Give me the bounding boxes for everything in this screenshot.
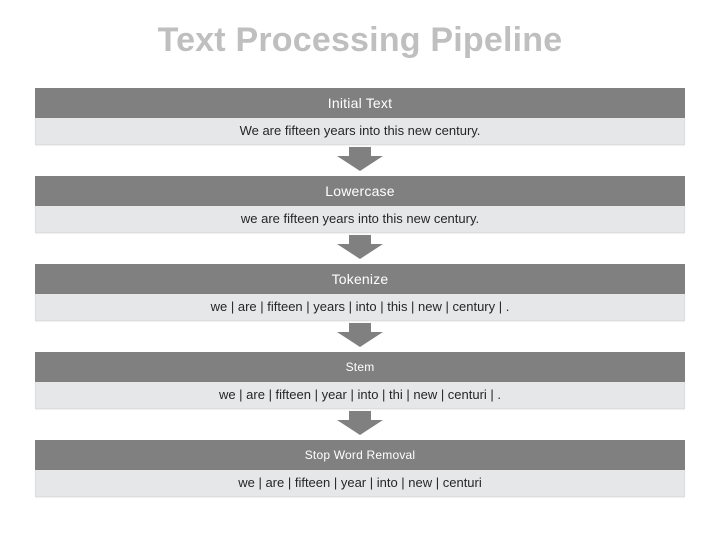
stage-text-lowercase: we are fifteen years into this new centu… <box>35 206 685 233</box>
stage-header-stop-word-removal: Stop Word Removal <box>35 440 685 470</box>
arrow-down-icon <box>337 147 383 171</box>
stage-text-stop-word-removal: we | are | fifteen | year | into | new |… <box>35 470 685 497</box>
arrow-down-icon <box>337 323 383 347</box>
pipeline-stage-initial-text: Initial Text We are fifteen years into t… <box>35 88 685 145</box>
connector-3 <box>35 321 685 352</box>
stage-text-initial-text: We are fifteen years into this new centu… <box>35 118 685 145</box>
connector-2 <box>35 233 685 264</box>
stage-header-lowercase: Lowercase <box>35 176 685 206</box>
pipeline-stage-stop-word-removal: Stop Word Removal we | are | fifteen | y… <box>35 440 685 497</box>
pipeline-diagram: Initial Text We are fifteen years into t… <box>35 88 685 497</box>
stage-header-tokenize: Tokenize <box>35 264 685 294</box>
pipeline-stage-lowercase: Lowercase we are fifteen years into this… <box>35 176 685 233</box>
arrow-down-icon <box>337 411 383 435</box>
connector-4 <box>35 409 685 440</box>
connector-1 <box>35 145 685 176</box>
stage-text-stem: we | are | fifteen | year | into | thi |… <box>35 382 685 409</box>
arrow-down-icon <box>337 235 383 259</box>
stage-text-tokenize: we | are | fifteen | years | into | this… <box>35 294 685 321</box>
page-title: Text Processing Pipeline <box>157 21 563 59</box>
stage-header-initial-text: Initial Text <box>35 88 685 118</box>
pipeline-stage-stem: Stem we | are | fifteen | year | into | … <box>35 352 685 409</box>
stage-header-stem: Stem <box>35 352 685 382</box>
pipeline-stage-tokenize: Tokenize we | are | fifteen | years | in… <box>35 264 685 321</box>
